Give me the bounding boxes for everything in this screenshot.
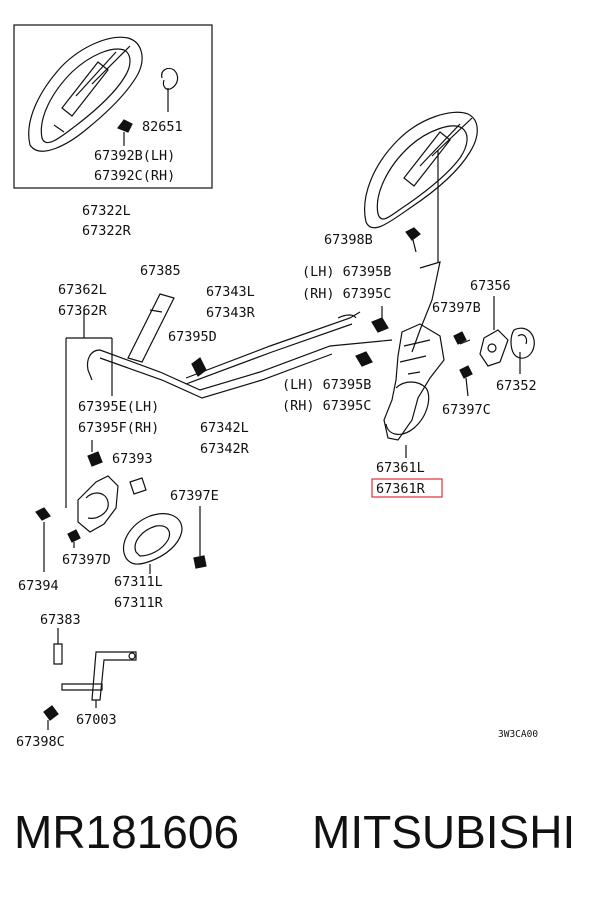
screw-67397B-drawing [453, 331, 471, 345]
clip-67395D-drawing [191, 357, 207, 377]
label-67395C-top: (RH) 67395C [302, 286, 391, 302]
exploded-view-drawing: 82651 67392B(LH) 67392C(RH) 67322L 67322… [13, 24, 538, 750]
label-67397E: 67397E [170, 488, 219, 504]
brand-name: MITSUBISHI [312, 806, 576, 858]
label-67311R: 67311R [114, 595, 164, 611]
label-67343R: 67343R [206, 305, 256, 321]
clip-67395B-mid-drawing [355, 351, 373, 367]
bolt-67398B-drawing [405, 227, 421, 253]
screw-67397C-drawing [459, 365, 473, 397]
label-67361R: 67361R [376, 481, 426, 497]
label-67395D: 67395D [168, 329, 217, 345]
label-67397D: 67397D [62, 552, 111, 568]
label-67342R: 67342R [200, 441, 250, 457]
door-check-67003-drawing [61, 651, 137, 701]
label-67311L: 67311L [114, 574, 163, 590]
screw-67397E-drawing [193, 506, 207, 569]
outside-handle-rh-drawing [364, 111, 478, 229]
footer-caption: MR181606 MITSUBISHI [0, 805, 600, 875]
clip-67393-drawing [129, 477, 147, 495]
label-67322L: 67322L [82, 203, 131, 219]
label-67003: 67003 [76, 712, 117, 728]
rod-67342-drawing [99, 339, 393, 391]
label-67393: 67393 [112, 451, 153, 467]
screw-67397D-drawing [67, 529, 81, 548]
highlight-box [371, 478, 443, 498]
label-67395C-mid: (RH) 67395C [282, 398, 371, 414]
label-67383: 67383 [40, 612, 81, 628]
spacer-67352-drawing [510, 327, 535, 359]
label-67362R: 67362R [58, 303, 108, 319]
label-67395F: 67395F(RH) [78, 420, 159, 436]
bolt-67383-drawing [53, 628, 63, 665]
label-67397B: 67397B [432, 300, 481, 316]
label-67395E: 67395E(LH) [78, 399, 159, 415]
label-67362L: 67362L [58, 282, 107, 298]
label-67361L: 67361L [376, 460, 425, 476]
door-lock-actuator-drawing [383, 323, 445, 441]
rod-67343-drawing [185, 311, 361, 379]
part-number: MR181606 [14, 806, 240, 858]
drawing-code: 3W3CA00 [498, 729, 538, 740]
label-67395B-top: (LH) 67395B [302, 264, 391, 280]
clip-67395E-drawing [87, 451, 103, 467]
outside-handle-lh-drawing [28, 36, 143, 152]
label-67342L: 67342L [200, 420, 249, 436]
outside-handle-inset-box [13, 24, 213, 189]
inside-handle-67311-drawing [122, 513, 183, 565]
label-67395B-mid: (LH) 67395B [282, 377, 371, 393]
label-67392B: 67392B(LH) [94, 148, 175, 164]
screw-67392-drawing [117, 119, 133, 146]
label-67392C: 67392C(RH) [94, 168, 175, 184]
label-67352: 67352 [496, 378, 537, 394]
bolt-67398C-drawing [43, 705, 59, 730]
latch-67362-drawing [77, 475, 119, 533]
clip-67394-drawing [35, 507, 51, 572]
striker-67356-drawing [479, 329, 509, 367]
clip-67395B-top-drawing [371, 317, 389, 333]
label-82651: 82651 [142, 119, 183, 135]
label-67343L: 67343L [206, 284, 255, 300]
protector-67385-drawing [127, 293, 175, 363]
label-67385: 67385 [140, 263, 181, 279]
label-67356: 67356 [470, 278, 511, 294]
clip-82651-drawing [161, 67, 179, 90]
label-67398C: 67398C [16, 734, 65, 750]
rod-group-bracket [65, 337, 113, 508]
label-67322R: 67322R [82, 223, 132, 239]
label-67394: 67394 [18, 578, 59, 594]
label-67398B: 67398B [324, 232, 373, 248]
label-67397C: 67397C [442, 402, 491, 418]
